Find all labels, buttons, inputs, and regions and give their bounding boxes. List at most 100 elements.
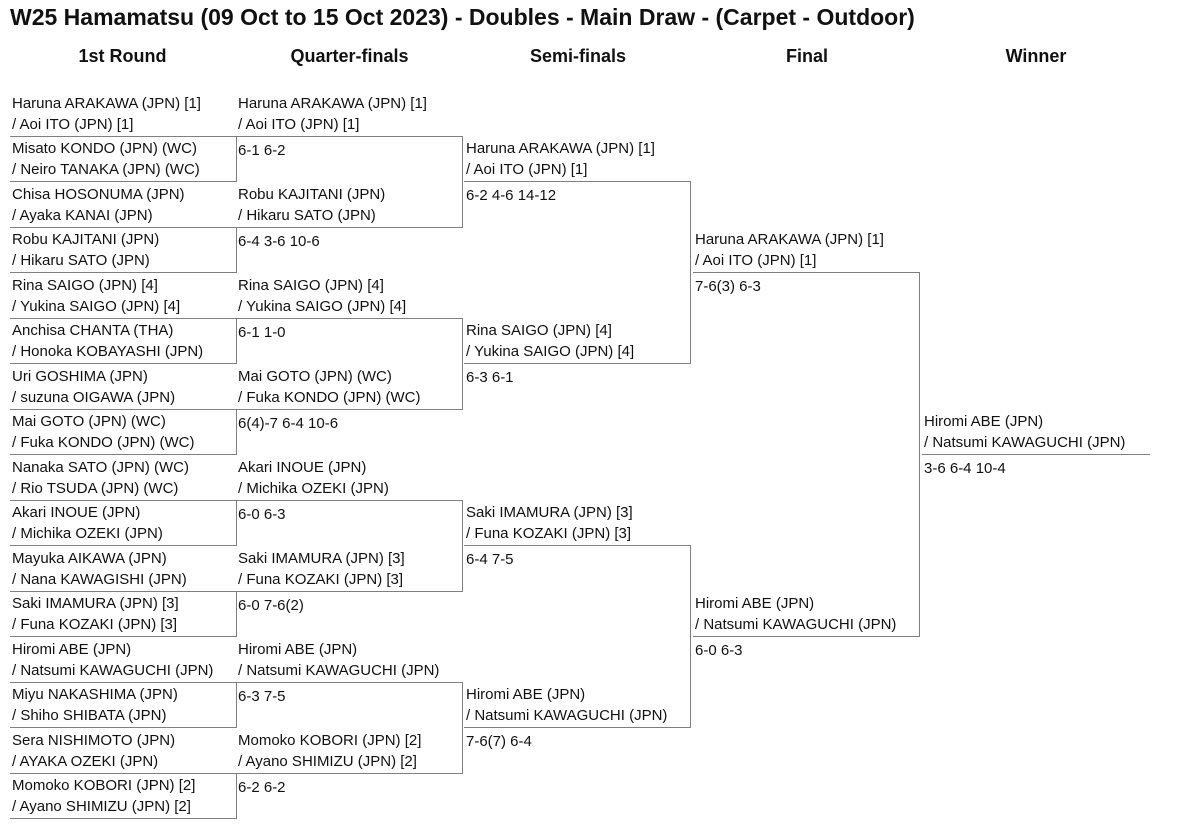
first-round-team-16-line2: / Ayano SHIMIZU (JPN) [2] <box>12 798 191 815</box>
semi-final-team-2-line2: / Yukina SAIGO (JPN) [4] <box>466 343 635 360</box>
first-round-team-15-line1: Sera NISHIMOTO (JPN) <box>12 731 176 749</box>
quarter-final-underline <box>236 409 462 410</box>
quarter-final-team-8-line2: / Ayano SHIMIZU (JPN) [2] <box>238 753 417 770</box>
first-round-team-6-line2: / Honoka KOBAYASHI (JPN) <box>12 343 204 360</box>
first-round-underline <box>10 727 236 728</box>
semi-final-team-1-line2: / Aoi ITO (JPN) [1] <box>466 161 588 178</box>
quarter-final-score-5: 6-0 6-3 <box>238 506 286 523</box>
quarter-final-underline <box>236 318 462 319</box>
first-round-team-9-line2: / Rio TSUDA (JPN) (WC) <box>12 479 179 497</box>
quarter-final-team-6-line2: / Funa KOZAKI (JPN) [3] <box>238 571 404 588</box>
semi-final-score-2: 6-3 6-1 <box>466 369 514 386</box>
quarter-final-team-1-line2: / Aoi ITO (JPN) [1] <box>238 116 360 133</box>
quarter-final-team-1-line1: Haruna ARAKAWA (JPN) [1] <box>238 95 427 112</box>
quarter-final-underline <box>236 500 462 501</box>
first-round-team-12-line2: / Funa KOZAKI (JPN) [3] <box>12 616 178 633</box>
first-round-team-6-line1: Anchisa CHANTA (THA) <box>12 322 174 339</box>
quarter-final-score-8: 6-2 6-2 <box>238 779 286 796</box>
semi-final-team-3-line2: / Funa KOZAKI (JPN) [3] <box>466 525 632 542</box>
first-round-underline <box>10 545 236 546</box>
first-round-team-4-line2: / Hikaru SATO (JPN) <box>12 252 150 269</box>
semi-final-connector <box>690 181 691 364</box>
first-round-underline <box>10 454 236 455</box>
semi-final-score-1: 6-2 4-6 14-12 <box>466 187 557 204</box>
winner-team-line2: / Natsumi KAWAGUCHI (JPN) <box>924 434 1126 451</box>
winner-underline <box>922 454 1150 455</box>
round-header-winner: Winner <box>1005 46 1067 66</box>
semi-final-team-3-line1: Saki IMAMURA (JPN) [3] <box>466 504 633 521</box>
first-round-team-8-line2: / Fuka KONDO (JPN) (WC) <box>12 434 195 451</box>
first-round-team-1-line1: Haruna ARAKAWA (JPN) [1] <box>12 94 201 112</box>
first-round-connector <box>236 408 237 455</box>
quarter-final-team-2-line2: / Hikaru SATO (JPN) <box>238 207 376 224</box>
first-round-team-7-line1: Uri GOSHIMA (JPN) <box>12 367 148 385</box>
first-round-team-10-line2: / Michika OZEKI (JPN) <box>12 525 163 542</box>
winner-team-line1: Hiromi ABE (JPN) <box>924 413 1044 430</box>
first-round-team-5-line2: / Yukina SAIGO (JPN) [4] <box>12 297 181 315</box>
first-round-team-4-line1: Robu KAJITANI (JPN) <box>12 231 160 248</box>
quarter-final-underline <box>236 227 462 228</box>
first-round-underline <box>10 590 236 592</box>
first-round-team-7-line2: / suzuna OIGAWA (JPN) <box>12 388 176 406</box>
quarter-final-connector <box>462 136 463 228</box>
semi-final-team-4-line1: Hiromi ABE (JPN) <box>466 686 586 703</box>
quarter-final-team-8-line1: Momoko KOBORI (JPN) [2] <box>238 732 422 749</box>
first-round-underline <box>10 181 236 182</box>
first-round-team-11-line1: Mayuka AIKAWA (JPN) <box>12 549 167 567</box>
first-round-team-16-line1: Momoko KOBORI (JPN) [2] <box>12 777 196 794</box>
first-round-connector <box>236 317 237 364</box>
first-round-connector <box>236 135 237 182</box>
semi-final-team-1-line1: Haruna ARAKAWA (JPN) [1] <box>466 140 655 157</box>
final-score-2: 6-0 6-3 <box>695 642 743 659</box>
first-round-connector <box>236 681 237 728</box>
semi-final-score-4: 7-6(7) 6-4 <box>466 733 532 750</box>
final-underline <box>693 272 919 273</box>
round-header-final: Final <box>785 46 828 66</box>
quarter-final-team-3-line2: / Yukina SAIGO (JPN) [4] <box>238 298 407 315</box>
first-round-underline <box>10 499 236 501</box>
round-header-quarter-finals: Quarter-finals <box>290 46 409 66</box>
quarter-final-team-7-line2: / Natsumi KAWAGUCHI (JPN) <box>238 662 440 679</box>
quarter-final-team-3-line1: Rina SAIGO (JPN) [4] <box>238 277 384 294</box>
semi-final-team-4-line2: / Natsumi KAWAGUCHI (JPN) <box>466 707 668 724</box>
quarter-final-underline <box>236 773 462 774</box>
first-round-team-10-line1: Akari INOUE (JPN) <box>12 504 141 521</box>
quarter-final-team-5-line1: Akari INOUE (JPN) <box>238 459 367 476</box>
first-round-team-14-line2: / Shiho SHIBATA (JPN) <box>12 707 167 724</box>
first-round-team-13-line1: Hiromi ABE (JPN) <box>12 640 132 658</box>
final-underline <box>693 636 919 637</box>
final-score-1: 7-6(3) 6-3 <box>695 278 761 295</box>
first-round-underline <box>10 772 236 774</box>
quarter-final-connector <box>462 500 463 592</box>
quarter-final-team-4-line2: / Fuka KONDO (JPN) (WC) <box>238 389 421 406</box>
first-round-underline <box>10 135 236 137</box>
quarter-final-team-7-line1: Hiromi ABE (JPN) <box>238 641 358 658</box>
quarter-final-score-4: 6(4)-7 6-4 10-6 <box>238 415 339 432</box>
quarter-final-underline <box>236 682 462 683</box>
first-round-team-15-line2: / AYAKA OZEKI (JPN) <box>12 752 159 770</box>
semi-final-score-3: 6-4 7-5 <box>466 551 514 568</box>
quarter-final-team-6-line1: Saki IMAMURA (JPN) [3] <box>238 550 405 567</box>
semi-final-team-2-line1: Rina SAIGO (JPN) [4] <box>466 322 612 339</box>
semi-final-underline <box>464 727 690 728</box>
semi-final-underline <box>464 181 690 182</box>
first-round-team-1-line2: / Aoi ITO (JPN) [1] <box>12 115 134 133</box>
quarter-final-score-3: 6-1 1-0 <box>238 324 286 341</box>
quarter-final-score-6: 6-0 7-6(2) <box>238 597 304 614</box>
first-round-team-2-line1: Misato KONDO (JPN) (WC) <box>12 140 197 157</box>
quarter-final-connector <box>462 682 463 774</box>
first-round-connector <box>236 590 237 637</box>
first-round-underline <box>10 317 236 319</box>
first-round-team-3-line2: / Ayaka KANAI (JPN) <box>12 206 153 224</box>
first-round-underline <box>10 818 236 819</box>
first-round-team-2-line2: / Neiro TANAKA (JPN) (WC) <box>12 161 200 178</box>
quarter-final-team-4-line1: Mai GOTO (JPN) (WC) <box>238 368 392 385</box>
quarter-final-team-5-line2: / Michika OZEKI (JPN) <box>238 480 389 497</box>
first-round-connector <box>236 772 237 819</box>
first-round-underline <box>10 408 236 410</box>
page-title: W25 Hamamatsu (09 Oct to 15 Oct 2023) - … <box>10 4 915 30</box>
semi-final-connector <box>690 545 691 728</box>
first-round-underline <box>10 272 236 273</box>
quarter-final-connector <box>462 318 463 410</box>
first-round-team-14-line1: Miyu NAKASHIMA (JPN) <box>12 686 178 703</box>
